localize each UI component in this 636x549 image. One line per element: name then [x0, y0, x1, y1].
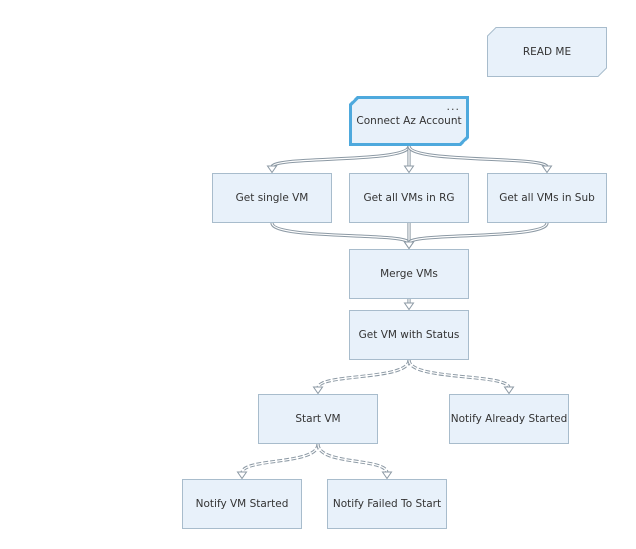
- start-vm-node[interactable]: Start VM: [258, 394, 378, 444]
- arrowhead-icon: [236, 471, 248, 480]
- readme-label: READ ME: [522, 46, 572, 58]
- arrowhead-icon: [541, 165, 553, 174]
- get-all-vms-in-rg-label: Get all VMs in RG: [363, 192, 455, 204]
- notify-failed-to-start-node[interactable]: Notify Failed To Start: [327, 479, 447, 529]
- connector-single-to-merge[interactable]: [270, 222, 415, 250]
- arrowhead-icon: [403, 165, 415, 174]
- connector-connect-to-sub[interactable]: [407, 145, 553, 174]
- arrowhead-icon: [403, 241, 415, 250]
- arrowhead-icon: [381, 471, 393, 480]
- notify-failed-to-start-label: Notify Failed To Start: [332, 498, 442, 510]
- connector-status-to-start[interactable]: [312, 359, 411, 395]
- connector-merge-to-status[interactable]: [403, 299, 415, 311]
- arrowhead-icon: [266, 165, 278, 174]
- note-shape-icon: [487, 27, 607, 77]
- connector-status-to-already[interactable]: [407, 359, 515, 395]
- get-all-vms-in-sub-label: Get all VMs in Sub: [499, 192, 595, 204]
- notify-vm-started-node[interactable]: Notify VM Started: [182, 479, 302, 529]
- connector-start-to-started[interactable]: [236, 443, 320, 480]
- get-all-vms-in-sub-node[interactable]: Get all VMs in Sub: [487, 173, 607, 223]
- get-all-vms-in-rg-node[interactable]: Get all VMs in RG: [349, 173, 469, 223]
- connect-az-account-label: Connect Az Account: [356, 115, 462, 127]
- get-vm-with-status-node[interactable]: Get VM with Status: [349, 310, 469, 360]
- readme-note[interactable]: READ ME: [487, 27, 607, 77]
- merge-vms-node[interactable]: Merge VMs: [349, 249, 469, 299]
- merge-vms-label: Merge VMs: [380, 268, 438, 280]
- connector-rg-to-merge[interactable]: [403, 223, 415, 250]
- connector-sub-to-merge[interactable]: [403, 222, 549, 250]
- more-options-icon[interactable]: ...: [446, 100, 460, 113]
- get-single-vm-node[interactable]: Get single VM: [212, 173, 332, 223]
- connector-connect-to-single[interactable]: [266, 145, 411, 174]
- arrowhead-icon: [403, 241, 415, 250]
- get-single-vm-label: Get single VM: [235, 192, 309, 204]
- arrowhead-icon: [403, 302, 415, 311]
- arrowhead-icon: [503, 386, 515, 395]
- notify-already-started-node[interactable]: Notify Already Started: [449, 394, 569, 444]
- start-vm-label: Start VM: [295, 413, 341, 425]
- notify-vm-started-label: Notify VM Started: [195, 498, 289, 510]
- connect-az-account-node[interactable]: Connect Az Account ...: [349, 96, 469, 146]
- connector-connect-to-rg[interactable]: [403, 146, 415, 174]
- arrowhead-icon: [403, 241, 415, 250]
- connector-start-to-failed[interactable]: [316, 443, 393, 480]
- get-vm-with-status-label: Get VM with Status: [358, 329, 460, 341]
- notify-already-started-label: Notify Already Started: [450, 413, 568, 425]
- arrowhead-icon: [312, 386, 324, 395]
